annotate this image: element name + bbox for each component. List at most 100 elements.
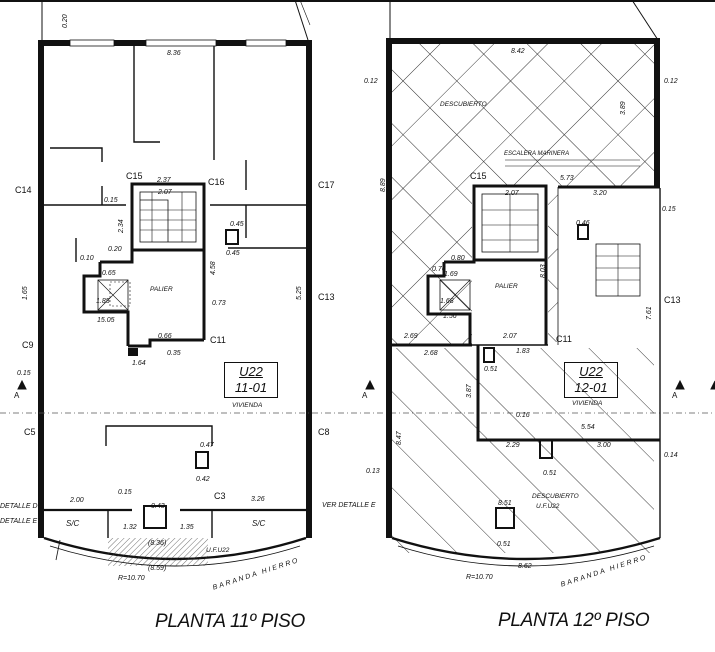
dim-0-73: 1.64 — [132, 360, 146, 367]
dim-8-42: 8.42 — [511, 48, 525, 55]
dim-0-42: 0.42 — [196, 476, 210, 483]
column-block — [128, 348, 138, 356]
dim-0-12-left: 0.12 — [364, 78, 378, 85]
dim-3-26: 3.26 — [251, 496, 265, 503]
section-marks — [17, 379, 715, 390]
label-sc-2: S/C — [252, 519, 266, 528]
section-mark-a-3: A — [672, 391, 678, 400]
label-descubierto-top: DESCUBIERTO — [440, 101, 487, 108]
dim-8-51: 8.51 — [498, 500, 512, 507]
column-c13: C13 — [318, 292, 335, 302]
dim-15-20: 5.25 — [296, 286, 303, 300]
note-detalle-e: DETALLE E — [0, 518, 38, 525]
dim-0-20-top: 0.20 — [62, 14, 69, 28]
plan-12-walls — [386, 0, 661, 567]
dim-1-69: 1.69 — [444, 271, 458, 278]
dim-0-93: 0.10 — [80, 255, 94, 262]
dim-2-37: 2.37 — [157, 177, 171, 184]
label-palier-12: PALIER — [495, 283, 518, 290]
dim-5-54: 5.54 — [581, 424, 595, 431]
note-detalle-d: DETALLE D — [0, 503, 38, 510]
column-c17: C17 — [318, 180, 335, 190]
section-mark-a-2: A — [362, 391, 368, 400]
dim-0-43: 0.43 — [151, 503, 165, 510]
dim-2-00: 2.00 — [70, 497, 84, 504]
column-c16: C16 — [208, 177, 225, 187]
dim-2-34: 2.34 — [118, 219, 125, 233]
column-c11-12: C11 — [556, 334, 572, 344]
dim-1-58: 15.05 — [97, 317, 115, 324]
dim-8-36-paren: (8.36) — [148, 540, 167, 547]
dim-top-width: 8.36 — [167, 50, 181, 57]
dim-7-61: 7.61 — [646, 306, 653, 320]
dim-3-87: 3.87 — [466, 384, 473, 398]
dim-1-83: 1.83 — [516, 348, 530, 355]
plan-11-walls — [38, 0, 312, 567]
dim-0-45: 0.45 — [230, 221, 244, 228]
dim-0-51c: 0.51 — [497, 541, 511, 548]
dim-0-51: 0.51 — [484, 366, 498, 373]
unit-floor-11: 11-01 — [234, 380, 268, 395]
label-uf-u22-11: U.F.U22 — [206, 547, 230, 554]
dim-8-47: 8.47 — [396, 431, 403, 445]
dim-3-89: 3.89 — [620, 101, 627, 115]
plan-title-12: PLANTA 12º PISO — [498, 610, 650, 631]
dim-2-07b: 0.66 — [158, 333, 172, 340]
note-ver-detalle-e: VER DETALLE E — [322, 502, 376, 509]
dim-0-15b: 0.73 — [212, 300, 226, 307]
column-c11: C11 — [210, 335, 226, 345]
dim-2-68: 2.68 — [424, 350, 438, 357]
balcony-hatch — [108, 538, 208, 566]
dim-0-15: 0.15 — [104, 197, 118, 204]
unit-type-12: VIVIENDA — [572, 400, 603, 407]
unit-floor-12: 12-01 — [574, 380, 608, 395]
dim-radius-12: R=10.70 — [466, 574, 493, 581]
dim-8-62: 8.62 — [518, 563, 532, 570]
dim-3-20: 3.20 — [593, 190, 607, 197]
column-c3: C3 — [214, 491, 226, 501]
label-descubierto-bottom: DESCUBIERTO — [532, 493, 579, 500]
dim-2-69: 2.69 — [404, 333, 418, 340]
dim-radius: R=10.70 — [118, 575, 145, 582]
dim-1-35: 1.35 — [180, 524, 194, 531]
plan-title-11: PLANTA 11º PISO — [155, 611, 305, 632]
dim-8-59-paren: (8.59) — [148, 565, 167, 572]
unit-tag-11: U22 11-01 — [224, 362, 278, 398]
column-c13-12: C13 — [664, 295, 681, 305]
dim-15-05: 1.65 — [22, 286, 29, 300]
dim-0-15d: 0.15 — [118, 489, 132, 496]
label-palier-11: PALIER — [150, 286, 173, 293]
dim-2-07: 2.07 — [158, 189, 172, 196]
column-c9: C9 — [22, 340, 34, 350]
column-c5: C5 — [24, 427, 36, 437]
dim-2-07-12b: 2.07 — [503, 333, 517, 340]
dim-0-51b: 0.51 — [543, 470, 557, 477]
dim-8-89-left: 8.89 — [380, 178, 387, 192]
dim-0-65: 0.20 — [108, 246, 122, 253]
dim-0-15-r: 0.15 — [662, 206, 676, 213]
dim-0-15c: 0.15 — [17, 370, 31, 377]
dim-0-80: 0.80 — [451, 255, 465, 262]
dim-0-14: 0.14 — [664, 452, 678, 459]
dim-1-56: 1.56 — [443, 313, 457, 320]
unit-code-12: U22 — [579, 364, 603, 379]
dim-3-00: 3.00 — [597, 442, 611, 449]
dim-2-29: 2.29 — [506, 442, 520, 449]
label-uf-u22-12: U.F.U22 — [536, 503, 560, 510]
dim-0-12-right: 0.12 — [664, 78, 678, 85]
dim-0-76: 0.76 — [432, 266, 446, 273]
dim-1-68: 1.68 — [440, 298, 454, 305]
dim-0-45b: 0.45 — [226, 250, 240, 257]
column-c8: C8 — [318, 427, 330, 437]
column-c15-12: C15 — [470, 171, 487, 181]
section-mark-a-1: A — [14, 391, 20, 400]
dim-0-47: 0.47 — [200, 442, 214, 449]
dim-8-03: 8.03 — [540, 264, 547, 278]
unit-tag-12: U22 12-01 — [564, 362, 618, 398]
dim-1-64: 0.35 — [167, 350, 181, 357]
column-c14: C14 — [15, 185, 32, 195]
dim-1-32: 1.32 — [123, 524, 137, 531]
dim-5-73: 5.73 — [560, 175, 574, 182]
dim-0-46: 0.46 — [576, 220, 590, 227]
